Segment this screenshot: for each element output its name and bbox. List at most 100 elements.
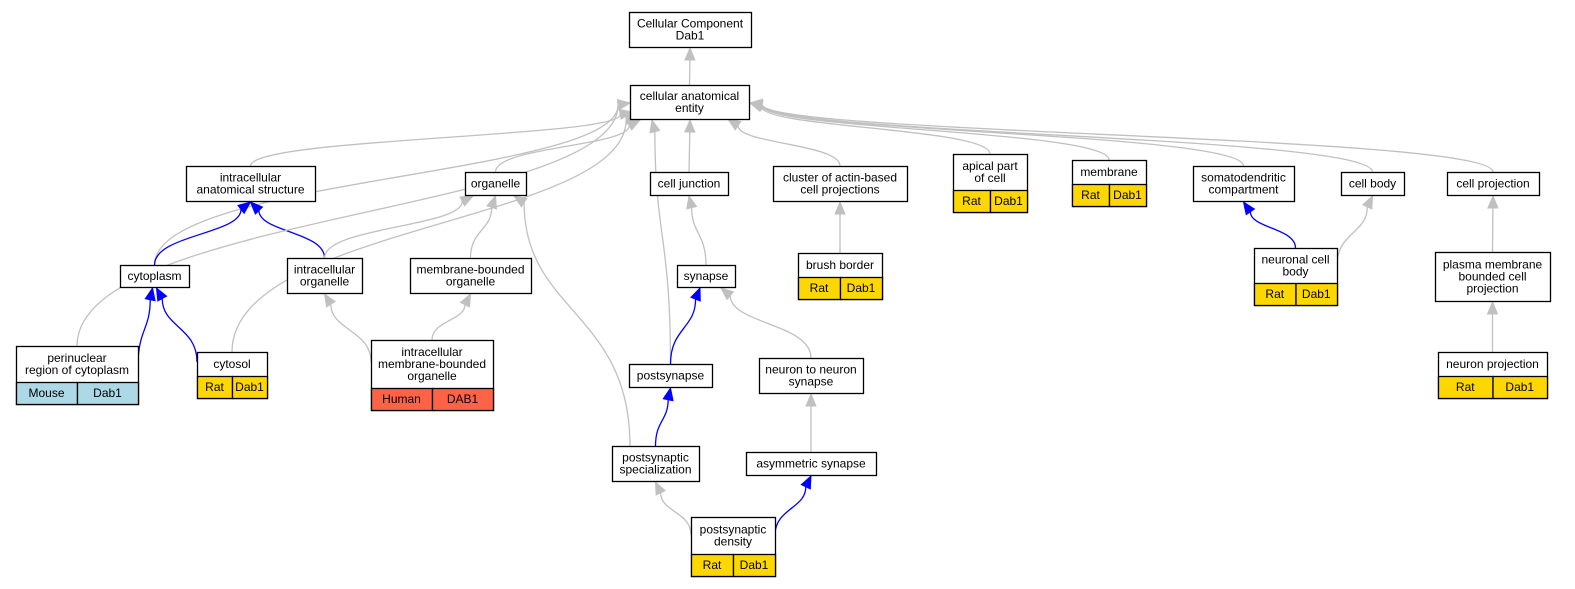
gene-cell xyxy=(1108,183,1148,208)
node-cellproj[interactable]: cell projection xyxy=(1446,171,1541,197)
species-label: Rat xyxy=(703,558,722,572)
node-celljunction[interactable]: cell junction xyxy=(649,171,730,197)
edge-line xyxy=(161,298,198,363)
node-label: neuron projection xyxy=(1446,357,1539,371)
edge-pmbcp-to-cellproj xyxy=(1487,194,1499,253)
node-imbo[interactable]: intracellularmembrane-boundedorganelleHu… xyxy=(370,339,495,412)
node-label: organelle xyxy=(407,369,457,383)
node-label: region of cytoplasm xyxy=(25,363,129,377)
node-label: cell projections xyxy=(800,183,879,197)
edge-arrowhead xyxy=(616,98,632,111)
edge-line xyxy=(231,119,627,353)
node-box xyxy=(1434,251,1552,303)
edge-line xyxy=(729,295,812,359)
node-label: cytosol xyxy=(213,357,250,371)
species-label: Mouse xyxy=(28,386,64,400)
edge-line xyxy=(737,125,841,167)
gene-cell xyxy=(989,189,1029,214)
edge-line xyxy=(469,207,493,259)
edge-line xyxy=(76,104,619,347)
edge-line xyxy=(761,104,1374,173)
node-asym[interactable]: asymmetric synapse xyxy=(745,451,878,477)
node-organelle[interactable]: organelle xyxy=(464,171,528,197)
edge-arrowhead xyxy=(690,286,701,302)
edge-line xyxy=(153,104,619,266)
edge-line xyxy=(761,105,1110,161)
gene-label: Dab1 xyxy=(740,558,769,572)
edge-arrowhead xyxy=(1487,194,1499,209)
edge-pss-to-postsyn xyxy=(654,386,674,447)
edges-layer xyxy=(76,46,1499,536)
edge-line xyxy=(688,131,691,173)
edge-line xyxy=(523,202,631,447)
node-label: of cell xyxy=(974,171,1005,185)
edge-pss-to-organelle xyxy=(512,195,631,447)
edge-line xyxy=(691,207,707,266)
edge-celljunction-to-cae xyxy=(684,118,696,173)
edge-line xyxy=(1336,206,1369,266)
node-box xyxy=(629,84,751,121)
edge-line xyxy=(774,486,807,536)
node-label: plasma membrane xyxy=(1443,258,1543,272)
node-box xyxy=(1192,165,1296,203)
node-label: projection xyxy=(1466,282,1518,296)
node-box xyxy=(611,445,701,483)
node-box xyxy=(745,451,878,477)
edge-line xyxy=(137,299,151,367)
species-label: Rat xyxy=(962,194,981,208)
node-synapse[interactable]: synapse xyxy=(676,264,737,289)
node-cytoplasm[interactable]: cytoplasm xyxy=(119,264,191,289)
gene-cell xyxy=(1492,375,1549,400)
edge-arrowhead xyxy=(1486,300,1499,315)
node-label: compartment xyxy=(1208,183,1279,197)
species-label: Rat xyxy=(1081,188,1100,202)
edge-line xyxy=(330,304,372,363)
edge-arrowhead xyxy=(684,46,696,61)
node-cellbody[interactable]: cell body xyxy=(1340,171,1406,197)
edge-line xyxy=(659,492,692,536)
gene-cell xyxy=(231,375,269,400)
edge-line xyxy=(153,209,242,266)
edge-cae-to-root xyxy=(684,46,696,86)
edge-cytosol-to-cytoplasm xyxy=(155,286,198,363)
gene-cell xyxy=(732,553,777,578)
edge-asym-to-n2n xyxy=(805,392,817,452)
edge-arrowhead xyxy=(486,194,498,210)
edge-perinuc-to-cytoplasm xyxy=(137,286,156,367)
edge-arrowhead xyxy=(237,201,252,215)
gene-label: Dab1 xyxy=(93,386,122,400)
edge-psd-to-asym xyxy=(774,474,812,536)
node-box xyxy=(286,257,364,295)
edge-n2n-to-synapse xyxy=(720,287,812,359)
edge-line xyxy=(654,399,669,447)
edge-line xyxy=(323,201,463,259)
species-label: Rat xyxy=(205,380,224,394)
edge-arrowhead xyxy=(720,287,735,301)
edge-cytoplasm-to-ias xyxy=(153,201,252,266)
edge-arrowhead xyxy=(1361,194,1374,210)
node-postsyn[interactable]: postsynapse xyxy=(628,363,714,389)
edge-line xyxy=(431,304,466,341)
edge-arrowhead xyxy=(512,195,528,208)
node-box xyxy=(676,264,737,289)
node-label: synapse xyxy=(789,375,834,389)
